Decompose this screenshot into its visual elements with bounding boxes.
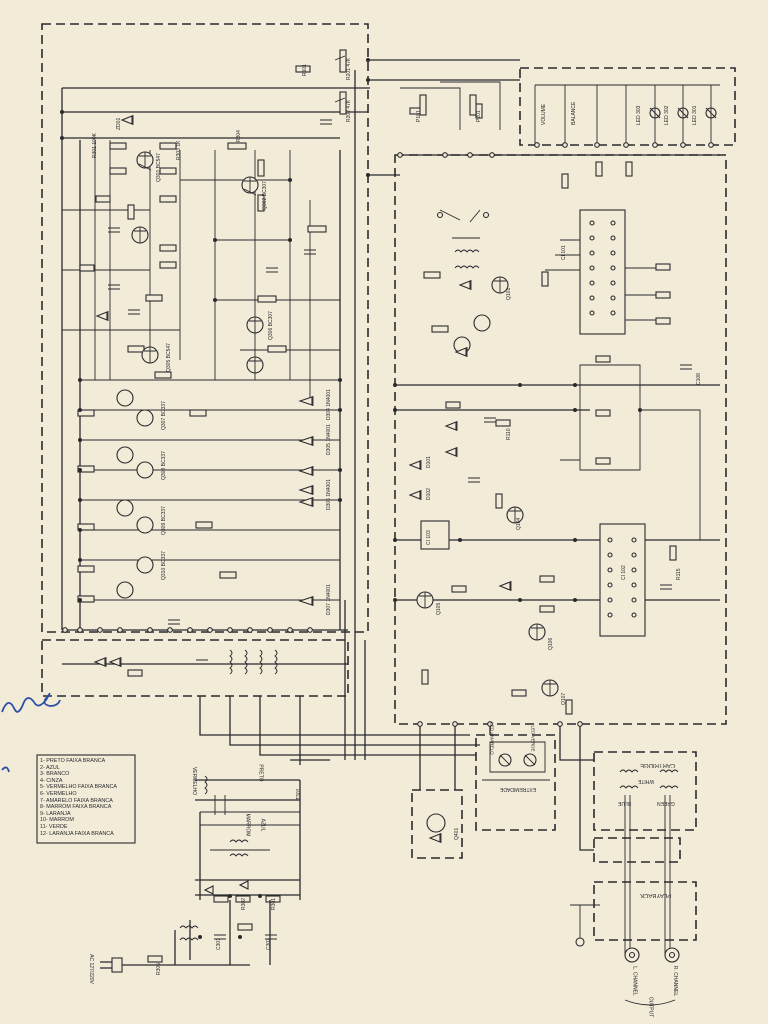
legend-item: 3- BRANCO [40,771,70,778]
extremidade-label: EXTREMIDADE [500,786,537,792]
svg-text:Q306 BC307: Q306 BC307 [268,311,274,340]
legend-item: 12- LARANJA FAIXA BRANCA [40,830,114,837]
marrom-label: MARROM [244,813,251,837]
power-supply [100,759,330,973]
module-borders [41,23,736,941]
svg-text:Q309 BC337: Q309 BC337 [161,506,167,535]
svg-text:R301: R301 [271,898,277,910]
white-label: WHITE [638,778,655,784]
svg-text:D305 1N4001: D305 1N4001 [326,424,332,455]
bus-wires [61,59,720,851]
svg-text:LED 301: LED 301 [692,105,698,125]
led-yellow-label: LED AMARELO [489,722,495,755]
svg-text:LED 302: LED 302 [664,105,670,125]
svg-text:C108: C108 [696,373,702,385]
svg-text:C302: C302 [266,938,272,950]
svg-text:CI 103: CI 103 [426,530,432,545]
svg-text:Q401: Q401 [454,828,460,840]
svg-text:ZD01: ZD01 [116,118,122,130]
svg-text:Q107: Q107 [561,693,567,705]
svg-text:Q302 BC307: Q302 BC307 [262,181,268,210]
svg-text:D307 1N4001: D307 1N4001 [326,584,332,615]
svg-text:D306 1N4001: D306 1N4001 [326,479,332,510]
r-channel-label: R. CHANNEL [672,965,679,997]
playback-label: PLAYBACK [640,892,672,898]
svg-text:R304: R304 [236,130,242,142]
svg-text:Q105: Q105 [436,603,442,615]
svg-text:Q308 BC337: Q308 BC337 [161,451,167,480]
svg-text:Q104: Q104 [516,518,522,530]
legend-item: 11- VERDE [40,823,68,830]
wire-color-legend [36,754,136,844]
svg-text:C301: C301 [216,938,222,950]
l-channel-label: L. CHANNEL [631,966,638,996]
capacitors [108,119,692,940]
ic-chips [420,209,701,637]
legend-item: 9- LARANJA [40,810,71,817]
legend-item: 6- VERMELHO [40,790,77,797]
svg-text:R101: R101 [302,64,308,76]
svg-text:R305: R305 [156,963,162,975]
resistors [77,65,677,963]
svg-text:Q106: Q106 [548,638,554,650]
handwritten-ink-mark [1,692,61,773]
svg-text:BALANCE: BALANCE [571,101,577,125]
svg-text:LED 303: LED 303 [636,105,642,125]
output-section [570,769,680,1006]
svg-text:P201: P201 [476,110,482,122]
wire-color-legend-text: 1- PRETO FAIXA BRANCA 2- AZUL 3- BRANCO … [40,758,132,840]
coils [229,237,480,675]
azul-label: AZUL [259,818,266,832]
legend-item: 4- CINZA [40,777,63,784]
legend-item: 7- AMARELO FAIXA BRANCA [40,797,113,804]
output-label: OUTPUT [647,996,654,1018]
diodes [93,115,512,843]
svg-text:R110: R110 [506,428,512,440]
cartridge-label: CARTRIDGE [640,762,676,768]
junction-dots [60,58,642,939]
svg-text:Q310 BC337: Q310 BC337 [161,551,167,580]
svg-text:R202 47K: R202 47K [346,99,352,122]
left-module-wires [62,140,340,601]
connector-pins [62,142,714,727]
vermelho-label: VERMELHO [191,766,198,796]
legend-item: 1- PRETO FAIXA BRANCA [40,758,106,764]
svg-text:R301 100K: R301 100K [92,132,98,158]
svg-text:Q307 BC337: Q307 BC337 [161,401,167,430]
legend-item: 5- VERMELHO FAIXA BRANCA [40,784,117,791]
svg-text:R201 47K: R201 47K [346,57,352,80]
preto-label: PRETO [257,764,264,782]
svg-text:P101: P101 [416,110,422,122]
svg-text:Q301 BC547: Q301 BC547 [156,153,162,182]
legend-item: 10- MARROM [40,817,74,824]
svg-text:Q305 BC547: Q305 BC547 [166,343,172,372]
svg-text:Q101: Q101 [506,288,512,300]
input-voltage-label: AC 127/220V [87,954,94,984]
svg-text:CI 101: CI 101 [561,245,567,260]
transistors [116,151,559,833]
svg-text:R302: R302 [241,898,247,910]
svg-text:D101: D101 [426,456,432,468]
led-indicators [534,84,720,145]
green-label: GREEN [657,800,675,806]
blue-label: BLUE [618,800,632,806]
svg-text:R303 1K: R303 1K [176,140,182,160]
svg-text:D102: D102 [426,488,432,500]
potentiometers [334,49,501,223]
legend-item: 2- AZUL [40,764,60,771]
svg-text:CI 102: CI 102 [621,565,627,580]
led-module [482,741,550,781]
led-green-label: LED VERDE [530,725,536,752]
svg-text:VOLUME: VOLUME [541,103,547,125]
svg-text:T301: T301 [296,788,302,800]
part-labels: R301 100K R303 1K R304 ZD01 Q301 BC547 Q… [92,57,702,975]
svg-text:R115: R115 [676,568,682,580]
legend-item: 8- MARROM FAIXA BRANCA [40,804,112,811]
svg-text:D304 1N4001: D304 1N4001 [326,389,332,420]
